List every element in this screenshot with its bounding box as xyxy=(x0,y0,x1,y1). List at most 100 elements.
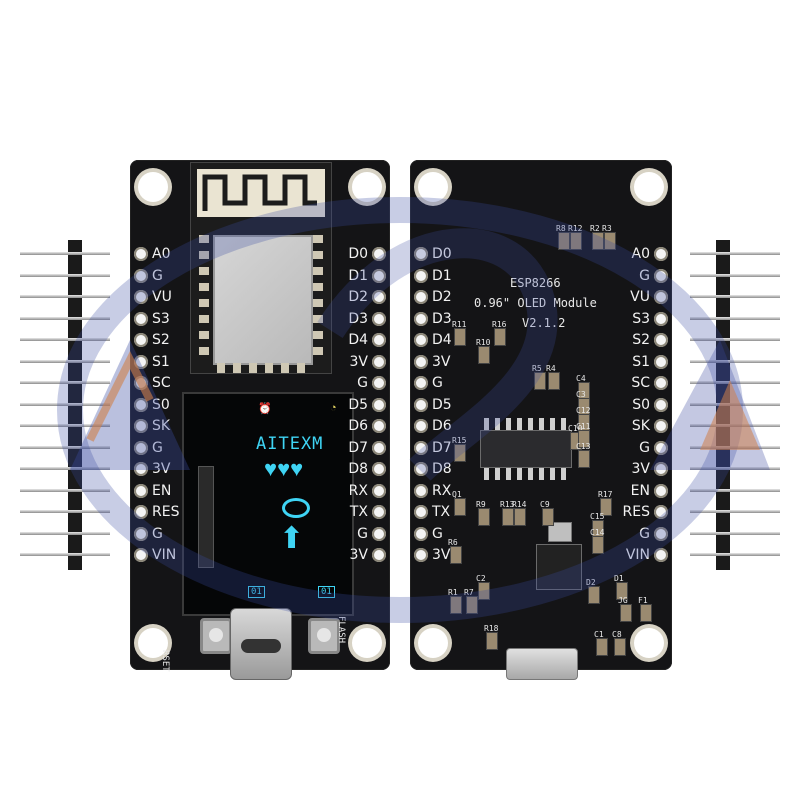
module-pad xyxy=(217,363,225,373)
pin-label: RES xyxy=(152,504,180,520)
component-label: R14 xyxy=(512,500,527,509)
header-pin xyxy=(20,295,110,298)
pin-label: D1 xyxy=(432,267,452,284)
pin-label: S2 xyxy=(632,332,650,348)
module-pad xyxy=(199,299,209,307)
header-pin xyxy=(690,295,780,298)
component-label: C3 xyxy=(576,390,586,399)
pin-pad xyxy=(414,333,428,347)
smd-component xyxy=(450,546,462,564)
pin-label: D6 xyxy=(432,418,452,434)
ic-leg xyxy=(528,418,533,430)
ic-leg xyxy=(506,418,511,430)
pin-label: EN xyxy=(630,482,650,499)
arrow-up-icon: ⬆ xyxy=(279,522,305,555)
pin-label: D2 xyxy=(348,289,368,305)
pin-label: RX xyxy=(432,482,452,499)
alarm-icon: ⏰ xyxy=(258,403,272,415)
smd-component xyxy=(578,430,590,448)
header-pin xyxy=(20,338,110,341)
pin-pad xyxy=(134,247,148,261)
module-pad xyxy=(313,331,323,339)
header-pin xyxy=(690,531,780,535)
pin-pad xyxy=(414,440,428,455)
oled-footer-right: 01 xyxy=(318,586,335,598)
antenna-trace xyxy=(197,169,325,217)
component-label: C14 xyxy=(590,528,605,537)
esp-module xyxy=(190,162,332,374)
module-pad xyxy=(313,283,323,291)
pin-pad xyxy=(372,440,386,455)
pin-pad xyxy=(134,311,148,326)
voltage-regulator xyxy=(536,544,582,590)
module-pad xyxy=(199,331,209,339)
usb-c-port[interactable] xyxy=(230,608,292,680)
smd-component xyxy=(454,328,466,346)
component-label: R16 xyxy=(492,320,507,329)
pin-label: G xyxy=(639,525,650,542)
pin-pad xyxy=(134,397,148,412)
pin-pad xyxy=(654,376,668,390)
pin-pad xyxy=(372,462,386,476)
header-pin xyxy=(690,359,780,363)
smd-component xyxy=(478,582,490,600)
oled-footer-left: 01 xyxy=(248,586,265,598)
flash-button[interactable] xyxy=(308,618,340,654)
component-label: R5 xyxy=(532,364,542,373)
ic-leg xyxy=(517,418,522,430)
component-label: R3 xyxy=(602,224,612,233)
mount-hole xyxy=(352,628,382,658)
component-label: C9 xyxy=(540,500,550,509)
ic-leg xyxy=(561,468,566,480)
header-pin xyxy=(20,424,110,427)
header-pin xyxy=(20,553,110,556)
module-pad xyxy=(297,363,305,373)
pin-pad xyxy=(654,247,668,261)
pin-label: S2 xyxy=(152,332,170,348)
header-pin xyxy=(20,381,110,384)
pin-pad xyxy=(414,268,428,283)
pin-pad xyxy=(372,419,386,433)
smd-component xyxy=(620,604,632,622)
pin-pad xyxy=(654,268,668,283)
smd-component xyxy=(450,596,462,614)
component-label: C1 xyxy=(594,630,604,639)
smd-component xyxy=(542,508,554,526)
pin-label: D8 xyxy=(432,461,452,477)
pin-label: S0 xyxy=(632,396,650,413)
pin-pad xyxy=(414,505,428,519)
pin-label: VU xyxy=(152,289,172,305)
module-pad xyxy=(313,347,323,355)
module-pad xyxy=(199,267,209,275)
ic-leg xyxy=(539,418,544,430)
pin-pad xyxy=(414,354,428,369)
mount-hole xyxy=(138,628,168,658)
mount-hole xyxy=(634,172,664,202)
component-label: D1 xyxy=(614,574,624,583)
pin-pad xyxy=(414,311,428,326)
component-label: R10 xyxy=(476,338,491,347)
pin-pad xyxy=(372,526,386,541)
ic-leg xyxy=(550,468,555,480)
wifi-icon: ◔ xyxy=(330,402,337,414)
pin-label: VIN xyxy=(152,547,177,563)
component-label: R13 xyxy=(500,500,515,509)
smd-component xyxy=(588,586,600,604)
pin-pad xyxy=(654,483,668,498)
pin-pad xyxy=(654,311,668,326)
board-title-line3: V2.1.2 xyxy=(522,316,566,330)
component-label: R12 xyxy=(568,224,583,233)
pin-label: D5 xyxy=(432,396,452,413)
pin-label: D7 xyxy=(348,439,368,456)
pin-pad xyxy=(654,462,668,476)
oled-display: ⏰ ◔ AITEXM ♥♥♥ ⬆ 01 01 xyxy=(182,392,354,616)
pin-label: S1 xyxy=(152,353,170,370)
pin-pad xyxy=(654,440,668,455)
smd-component xyxy=(514,508,526,526)
reset-label: RSET xyxy=(160,650,170,672)
pin-pad xyxy=(134,419,148,433)
smd-component xyxy=(592,536,604,554)
reset-button[interactable] xyxy=(200,618,232,654)
pin-pad xyxy=(654,419,668,433)
